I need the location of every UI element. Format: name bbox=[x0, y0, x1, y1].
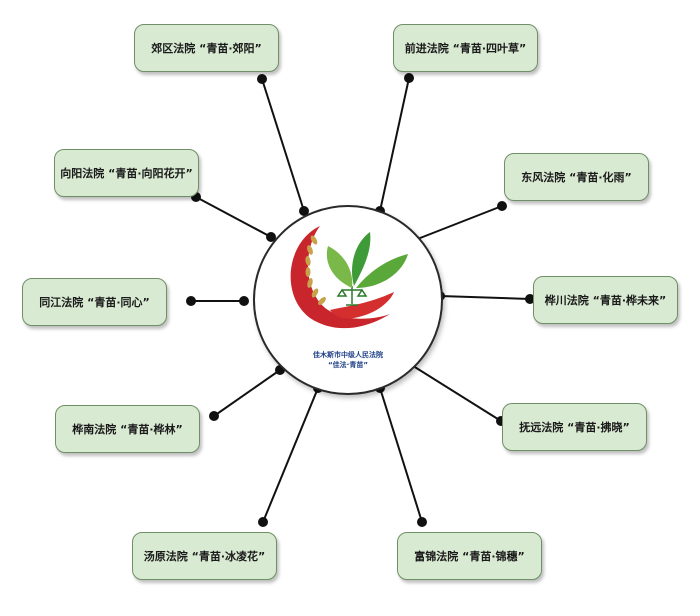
node-huachuan: 桦川法院 “青苗·桦未来” bbox=[533, 276, 678, 324]
center-slogan: “佳法·青苗” bbox=[328, 361, 368, 369]
connector-line bbox=[414, 205, 503, 241]
node-xiangyang: 向阳法院 “青苗·向阳花开” bbox=[54, 149, 199, 197]
node-dongfeng: 东风法院 “青苗·化雨” bbox=[504, 153, 649, 201]
connector-line bbox=[261, 78, 305, 212]
node-fujin: 富锦法院 “青苗·锦穗” bbox=[397, 532, 542, 580]
connector-line bbox=[379, 77, 410, 212]
connector-line bbox=[409, 363, 502, 422]
node-qianjin: 前进法院 “青苗·四叶草” bbox=[393, 24, 538, 72]
connector-line bbox=[439, 295, 531, 300]
connector-line bbox=[195, 196, 272, 238]
connector-line bbox=[213, 369, 281, 417]
node-tongjiang: 同江法院 “青苗·同心” bbox=[22, 278, 167, 326]
node-jiaoqu: 郊区法院 “青苗·郊阳” bbox=[134, 24, 279, 72]
node-tangyuan: 汤原法院 “青苗·冰凌花” bbox=[132, 532, 277, 580]
node-fuyuan: 抚远法院 “青苗·拂晓” bbox=[502, 403, 647, 451]
center-court-name: 佳木斯市中级人民法院 bbox=[313, 351, 383, 359]
court-emblem bbox=[290, 226, 408, 329]
connector-line bbox=[379, 387, 423, 523]
node-huanan: 桦南法院 “青苗·桦林” bbox=[55, 405, 200, 453]
connector-line bbox=[262, 387, 319, 523]
center-circle bbox=[253, 205, 443, 395]
